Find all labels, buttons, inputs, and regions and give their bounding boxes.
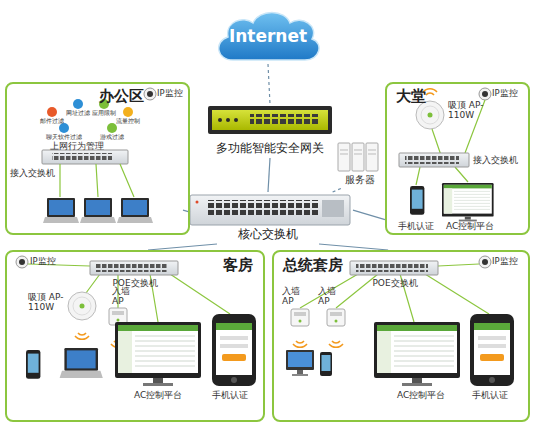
server-group: 服务器 bbox=[330, 142, 390, 188]
device-label: 网址过滤 bbox=[60, 110, 96, 117]
network-link bbox=[333, 188, 342, 192]
core-switch: 核心交换机 bbox=[183, 192, 353, 244]
device-label: AC控制平台 bbox=[134, 390, 182, 400]
device-label: 入墙 AP bbox=[112, 286, 136, 307]
node-label: 服务器 bbox=[330, 174, 390, 186]
zone-title: 客房 bbox=[223, 257, 253, 274]
network-link bbox=[268, 64, 270, 104]
device-label: 聊天软件过滤 bbox=[44, 134, 84, 141]
device-label: 应用限制 bbox=[86, 110, 122, 117]
device-label: 手机认证 bbox=[472, 390, 508, 400]
zone-title: 办公区 bbox=[99, 88, 144, 105]
device-label: IP监控 bbox=[30, 257, 56, 267]
access-switch: 接入交换机 bbox=[10, 148, 132, 182]
poe-switch: POE交换机 bbox=[348, 259, 442, 291]
device-label: AC控制平台 bbox=[446, 221, 494, 231]
device-label: 上网行为管理 bbox=[50, 141, 104, 151]
device-label: 入墙 AP bbox=[318, 286, 342, 307]
node-label: POE交换机 bbox=[88, 278, 182, 288]
device-label: 手机认证 bbox=[398, 221, 434, 231]
node-label: Internet bbox=[213, 27, 323, 47]
device-label: IP监控 bbox=[492, 257, 518, 267]
device-label: 游戏过滤 bbox=[94, 134, 130, 141]
node-label: 接入交换机 bbox=[10, 168, 55, 178]
node-label: POE交换机 bbox=[348, 278, 442, 288]
node-label: 接入交换机 bbox=[473, 155, 518, 165]
security-gateway: 多功能智能安全网关 bbox=[198, 104, 342, 158]
device-label: 流量控制 bbox=[110, 118, 146, 125]
device-label: 吸顶 AP-110W bbox=[28, 292, 70, 313]
node-label: 多功能智能安全网关 bbox=[198, 142, 342, 156]
node-label: 核心交换机 bbox=[183, 228, 353, 242]
device-label: 手机认证 bbox=[212, 390, 248, 400]
device-label: 吸顶 AP-110W bbox=[448, 100, 490, 121]
device-label: AC控制平台 bbox=[397, 390, 445, 400]
device-label: IP监控 bbox=[157, 89, 183, 99]
zone-box: 办公区接入交换机 bbox=[5, 82, 190, 235]
poe-switch: POE交换机 bbox=[88, 259, 182, 291]
zone-title: 大堂 bbox=[396, 88, 426, 105]
device-label: 入墙 AP bbox=[282, 286, 306, 307]
network-link bbox=[268, 158, 270, 192]
internet-cloud: Internet bbox=[213, 8, 323, 64]
network-link bbox=[353, 210, 385, 220]
zone-title: 总统套房 bbox=[283, 257, 343, 274]
access-switch: 接入交换机 bbox=[397, 150, 525, 172]
device-label: 邮件过滤 bbox=[34, 118, 70, 125]
device-label: IP监控 bbox=[492, 89, 518, 99]
